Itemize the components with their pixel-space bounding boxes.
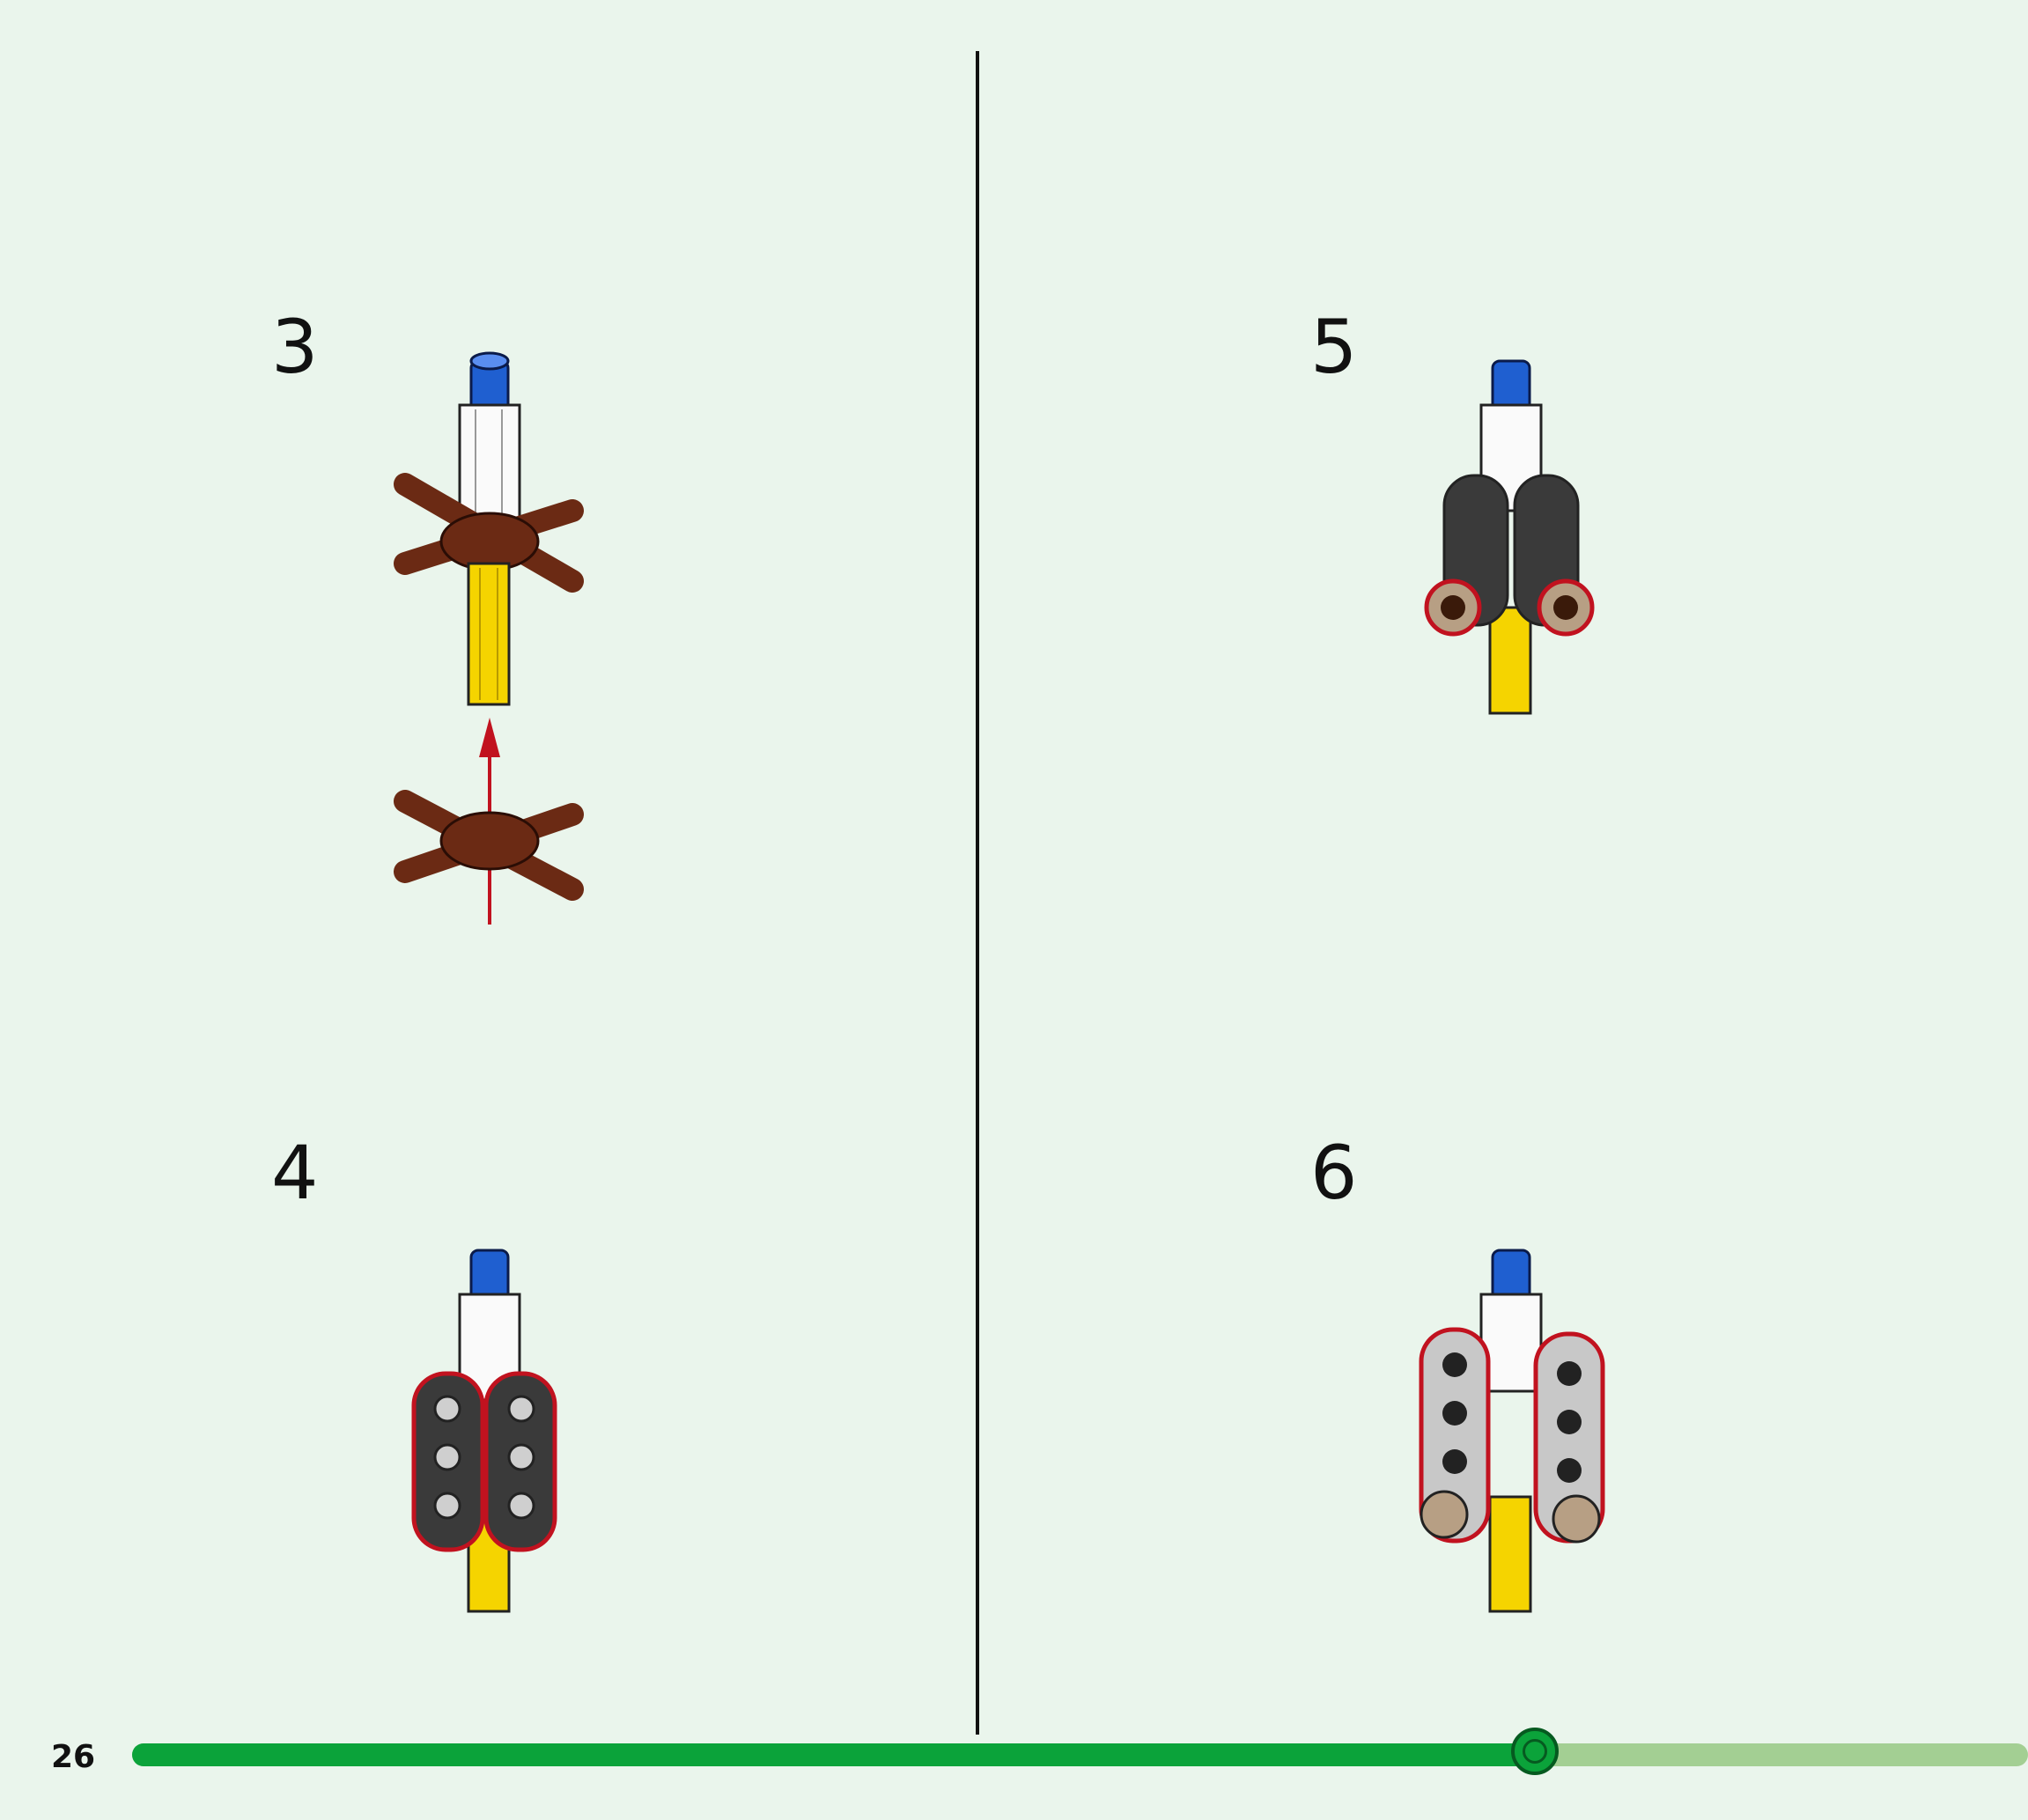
step-number-4: 4 (271, 1130, 319, 1216)
step-number-6: 6 (1310, 1130, 1358, 1216)
step-4-illustration (411, 1249, 557, 1613)
step-5-illustration (1424, 359, 1595, 715)
progress-bar (132, 1728, 2028, 1775)
brown-hub-icon (394, 473, 584, 593)
step-3-illustration (394, 351, 584, 925)
progress-knob (1511, 1728, 1560, 1775)
yellow-axle-icon (467, 562, 511, 706)
step-number-3: 3 (271, 304, 319, 390)
step-6-illustration (1419, 1249, 1605, 1613)
step-number-5: 5 (1310, 304, 1358, 390)
page-number: 26 (51, 1739, 96, 1775)
page-divider (976, 51, 979, 1735)
progress-fill (132, 1743, 1536, 1766)
